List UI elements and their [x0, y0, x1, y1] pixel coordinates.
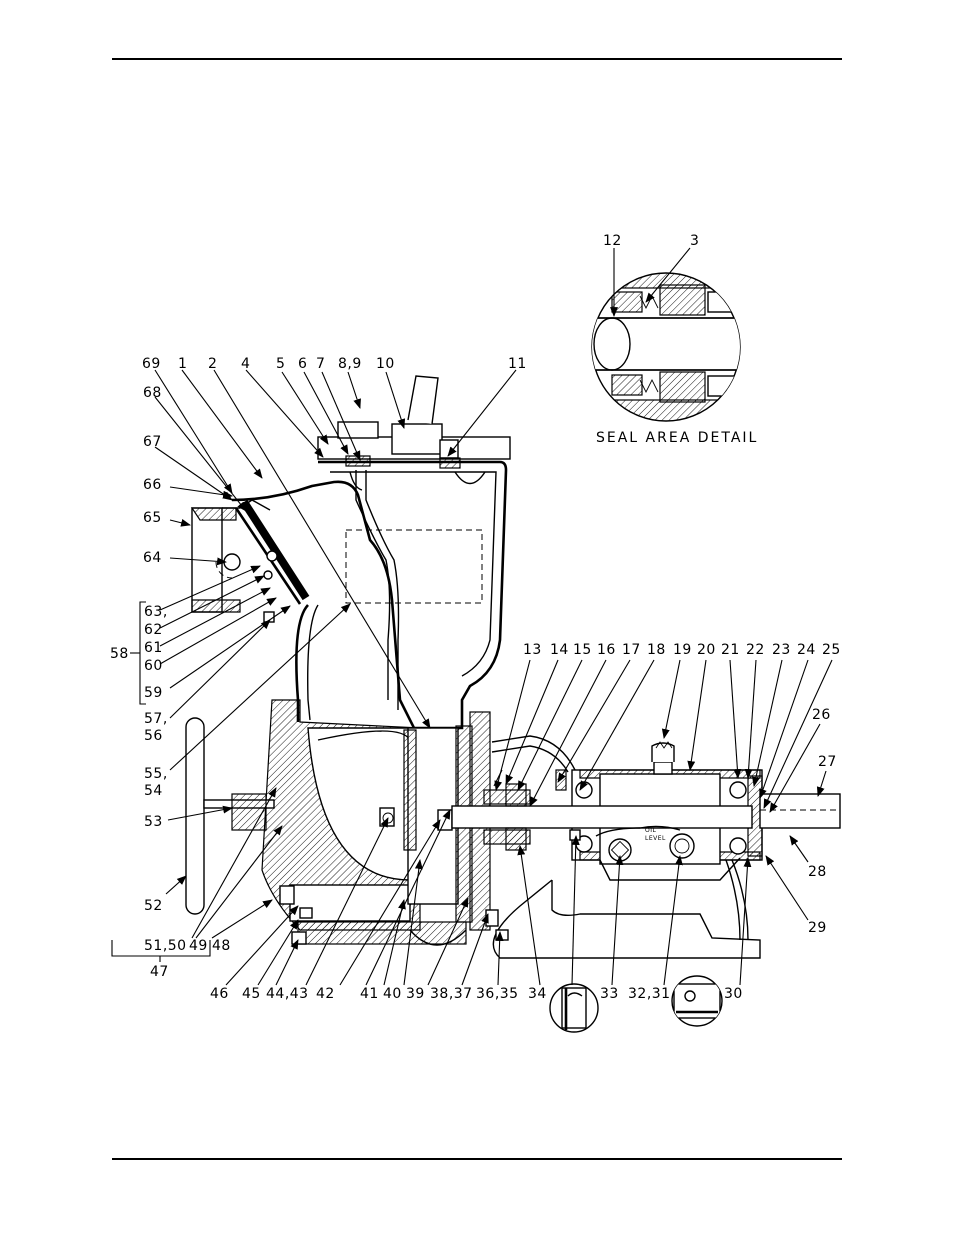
label-41: 41	[360, 986, 379, 1002]
label-49: 49	[189, 938, 208, 954]
label-5: 5	[276, 356, 285, 372]
label-63: 63,	[144, 604, 168, 620]
seal-area-detail-title: SEAL AREA DETAIL	[596, 430, 758, 446]
label-53: 53	[144, 814, 163, 830]
gasket-detail-circle-2	[672, 976, 722, 1026]
label-68: 68	[143, 385, 162, 401]
label-58: 58	[110, 646, 129, 662]
label-61: 61	[144, 640, 163, 656]
label-11: 11	[508, 356, 527, 372]
label-3: 3	[690, 233, 699, 249]
label-69: 69	[142, 356, 161, 372]
label-33: 33	[600, 986, 619, 1002]
label-52: 52	[144, 898, 163, 914]
label-18: 18	[647, 642, 666, 658]
label-51-50: 51,50	[144, 938, 187, 954]
oil-level-sight	[670, 834, 694, 858]
dashed-region	[346, 530, 482, 603]
label-17: 17	[622, 642, 641, 658]
valve-hinge-pin	[224, 554, 240, 570]
label-20: 20	[697, 642, 716, 658]
label-12: 12	[603, 233, 622, 249]
label-48: 48	[212, 938, 231, 954]
label-62: 62	[144, 622, 163, 638]
label-65: 65	[143, 510, 162, 526]
label-64: 64	[143, 550, 162, 566]
label-38-37: 38,37	[430, 986, 473, 1002]
label-7: 7	[316, 356, 325, 372]
label-60: 60	[144, 658, 163, 674]
label-10: 10	[376, 356, 395, 372]
label-36-35: 36,35	[476, 986, 519, 1002]
label-59: 59	[144, 685, 163, 701]
label-29: 29	[808, 920, 827, 936]
label-1: 1	[178, 356, 187, 372]
label-2: 2	[208, 356, 217, 372]
level-text: LEVEL	[645, 835, 666, 842]
label-34: 34	[528, 986, 547, 1002]
label-28: 28	[808, 864, 827, 880]
label-39: 39	[406, 986, 425, 1002]
label-22: 22	[746, 642, 765, 658]
label-15: 15	[573, 642, 592, 658]
vent-pipe	[408, 376, 438, 424]
label-24: 24	[797, 642, 816, 658]
label-45: 45	[242, 986, 261, 1002]
label-57: 57,	[144, 711, 168, 727]
label-67: 67	[143, 434, 162, 450]
label-4: 4	[241, 356, 250, 372]
label-6: 6	[298, 356, 307, 372]
shaft-extension	[760, 794, 840, 828]
gasket-detail-circle-1	[550, 984, 598, 1032]
label-42: 42	[316, 986, 335, 1002]
seal-area-detail	[590, 248, 750, 430]
label-44-43: 44,43	[266, 986, 309, 1002]
shaft	[452, 806, 752, 828]
label-56: 56	[144, 728, 163, 744]
oil-text: OIL	[645, 827, 656, 834]
label-32-31: 32,31	[628, 986, 671, 1002]
label-40: 40	[383, 986, 402, 1002]
label-55: 55,	[144, 766, 168, 782]
label-19: 19	[673, 642, 692, 658]
label-23: 23	[772, 642, 791, 658]
label-8-9: 8,9	[338, 356, 362, 372]
label-14: 14	[550, 642, 569, 658]
label-27: 27	[818, 754, 837, 770]
label-46: 46	[210, 986, 229, 1002]
label-25: 25	[822, 642, 841, 658]
label-47: 47	[150, 964, 169, 980]
label-16: 16	[597, 642, 616, 658]
label-13: 13	[523, 642, 542, 658]
label-21: 21	[721, 642, 740, 658]
label-54: 54	[144, 783, 163, 799]
label-26: 26	[812, 707, 831, 723]
label-66: 66	[143, 477, 162, 493]
label-30: 30	[724, 986, 743, 1002]
